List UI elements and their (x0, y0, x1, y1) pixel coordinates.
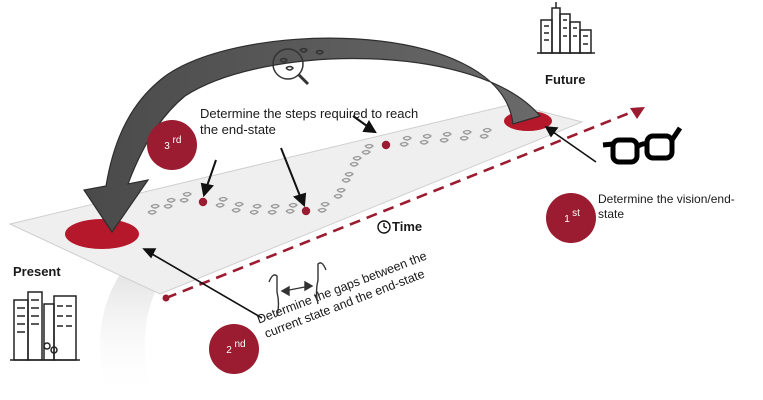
milestone-dot (198, 197, 208, 207)
future-label: Future (545, 72, 585, 87)
magnifier-footprints-icon (272, 47, 324, 86)
step1-pointer (544, 126, 597, 163)
milestone-dot (301, 206, 311, 216)
curved-arrow (82, 37, 542, 234)
svg-text:st: st (572, 208, 580, 219)
step3-text-line1: Determine the steps required to reach (200, 106, 418, 121)
svg-text:3: 3 (164, 141, 170, 152)
step-badge-2: 2 nd (209, 324, 259, 374)
svg-text:rd: rd (173, 135, 182, 146)
svg-text:1: 1 (564, 214, 570, 225)
city-present-icon (10, 291, 80, 361)
step2-text: Determine the gaps between the current s… (255, 249, 429, 341)
present-label: Present (13, 264, 61, 279)
hands-gap-icon (268, 262, 327, 317)
milestone-dot (381, 140, 391, 150)
svg-text:nd: nd (234, 339, 245, 350)
step3-pointers (200, 115, 377, 208)
svg-text:2: 2 (226, 345, 232, 356)
city-future-icon (537, 2, 595, 54)
step-badge-3: 3 rd (147, 120, 197, 170)
step1-text-line2: state (598, 207, 624, 221)
time-axis-start (162, 294, 170, 302)
step2-pointer (142, 248, 263, 319)
glasses-icon (602, 126, 683, 165)
time-axis-arrowhead (630, 107, 645, 119)
present-marker (65, 219, 139, 249)
step3-text-line2: the end-state (200, 122, 276, 137)
footprints-icon (147, 127, 492, 215)
step-badge-1: 1 st (546, 193, 596, 243)
time-axis (165, 110, 633, 300)
step1-text-line1: Determine the vision/end- (598, 192, 735, 206)
clock-icon (377, 220, 391, 234)
time-label: Time (392, 219, 422, 234)
